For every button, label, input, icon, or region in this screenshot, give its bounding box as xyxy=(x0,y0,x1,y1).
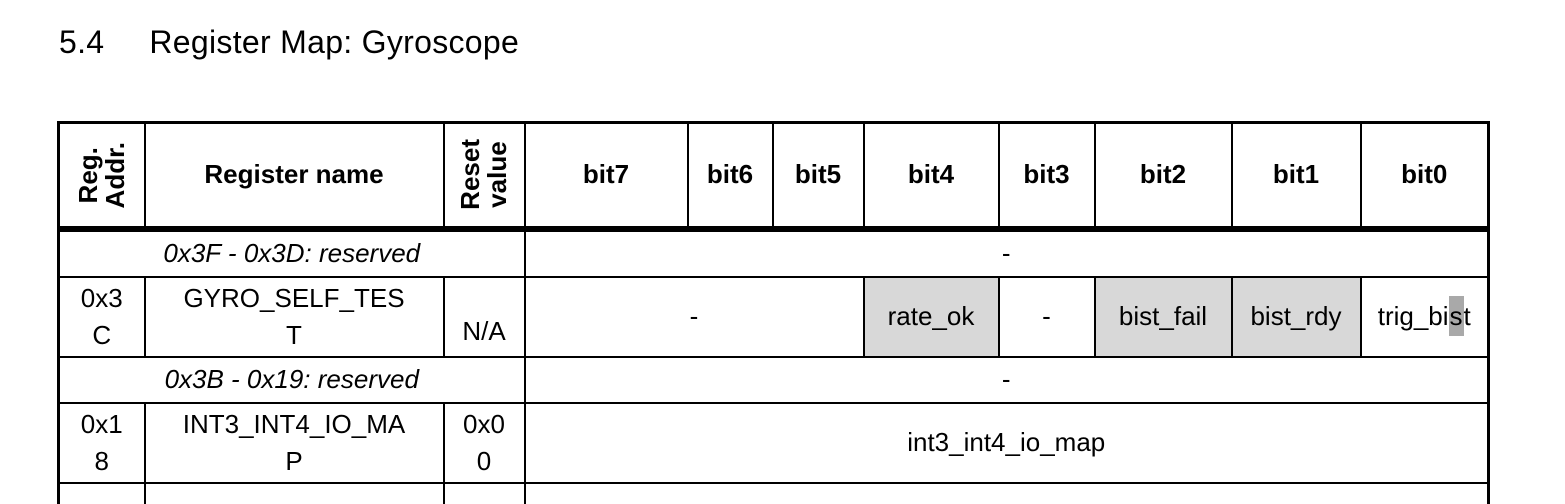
column-header-bit3: bit3 xyxy=(997,121,1096,232)
register-map-table: Reg. Addr. Register name Reset value bit… xyxy=(57,121,1490,504)
reg-addr-cell: 0x3 C xyxy=(57,275,146,358)
bits-merged-cell: int3_int4_io_map xyxy=(523,401,1490,484)
table-header-row: Reg. Addr. Register name Reset value bit… xyxy=(57,121,1490,232)
reset-value-vertical-label: Reset value xyxy=(455,139,512,211)
table-row-reserved-0x3f-0x3d: 0x3F - 0x3D: reserved - xyxy=(57,227,1490,278)
column-header-reset-value: Reset value xyxy=(442,121,526,232)
bit7-bit5-cell: - xyxy=(523,275,865,358)
bit0-cell-trig-bist: trig_bist xyxy=(1359,275,1490,358)
bit2-cell-bist-fail: bist_fail xyxy=(1093,275,1233,358)
section-number: 5.4 xyxy=(59,24,105,60)
reg-addr-cell: 0x1 8 xyxy=(57,401,146,484)
column-header-bit4: bit4 xyxy=(862,121,1000,232)
bit3-cell: - xyxy=(997,275,1096,358)
reset-value-cell xyxy=(442,481,526,504)
register-name-cell: GYRO_SELF_TES T xyxy=(143,275,445,358)
reserved-range-label: 0x3F - 0x3D: reserved xyxy=(57,227,526,278)
reserved-range-label: 0x3B - 0x19: reserved xyxy=(57,355,526,404)
column-header-register-name: Register name xyxy=(143,121,445,232)
table-row-gyro-self-test: 0x3 C GYRO_SELF_TES T N/A - rate_ok - bi… xyxy=(57,275,1490,358)
column-header-bit0: bit0 xyxy=(1359,121,1490,232)
table-row-int3-int4-io-map: 0x1 8 INT3_INT4_IO_MA P 0x0 0 int3_int4_… xyxy=(57,401,1490,484)
reg-addr-vertical-label: Reg. Addr. xyxy=(72,141,130,208)
highlighted-character: s xyxy=(1448,296,1464,336)
section-heading: 5.4 Register Map: Gyroscope xyxy=(59,24,519,61)
register-name-cell: INT3_INT4_IO_MA P xyxy=(143,401,445,484)
reset-value-cell: 0x0 0 xyxy=(442,401,526,484)
reserved-bits-cell: - xyxy=(523,355,1490,404)
reserved-bits-cell: - xyxy=(523,227,1490,278)
reg-addr-cell xyxy=(57,481,146,504)
bit4-cell-rate-ok: rate_ok xyxy=(862,275,1000,358)
column-header-bit7: bit7 xyxy=(523,121,689,232)
column-header-bit6: bit6 xyxy=(686,121,774,232)
column-header-reg-addr: Reg. Addr. xyxy=(57,121,146,232)
trig-bist-text-pre: trig_bi xyxy=(1377,301,1449,331)
trig-bist-text-post: t xyxy=(1463,301,1471,331)
bit1-cell-bist-rdy: bist_rdy xyxy=(1230,275,1362,358)
column-header-bit1: bit1 xyxy=(1230,121,1362,232)
bits-merged-cell xyxy=(523,481,1490,504)
page-title: Register Map: Gyroscope xyxy=(149,24,520,60)
register-name-cell xyxy=(143,481,445,504)
column-header-bit2: bit2 xyxy=(1093,121,1233,232)
column-header-bit5: bit5 xyxy=(771,121,865,232)
table-row-reserved-0x3b-0x19: 0x3B - 0x19: reserved - xyxy=(57,355,1490,404)
reset-value-cell: N/A xyxy=(442,275,526,358)
table-row-partial xyxy=(57,481,1490,504)
